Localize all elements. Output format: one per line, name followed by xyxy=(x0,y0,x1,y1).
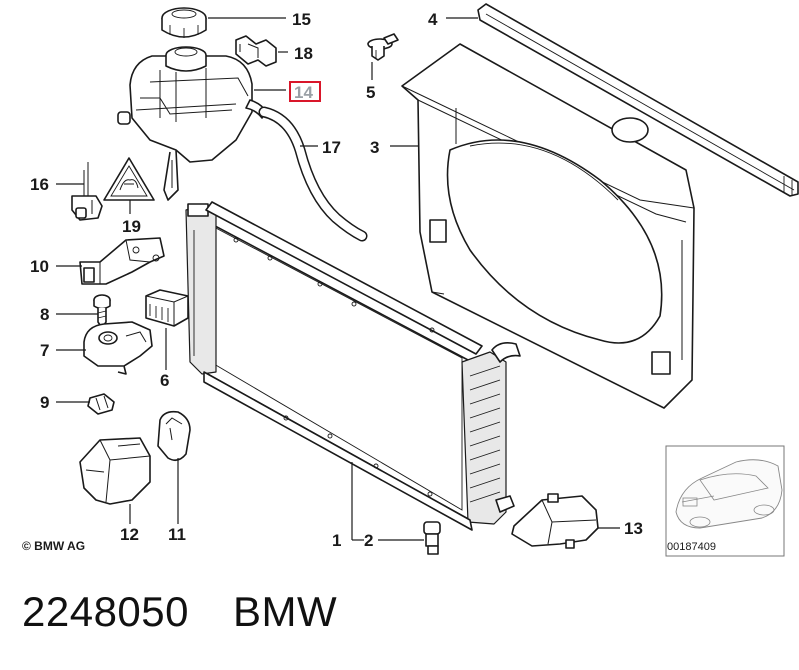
part-4-seal-strip xyxy=(477,3,799,197)
part-5-push-rivet xyxy=(367,33,399,61)
part-19-warning-label xyxy=(103,157,155,201)
callout-10: 10 xyxy=(30,257,49,276)
part-3-fan-shroud xyxy=(401,43,695,409)
part-18-clip xyxy=(235,35,277,67)
part-13-air-guide xyxy=(511,493,599,549)
part-7-mount xyxy=(83,321,153,375)
callout-8: 8 xyxy=(40,305,49,324)
inset-reference-number: 00187409 xyxy=(667,541,716,553)
part-15-tank-cap xyxy=(161,7,207,38)
callout-3: 3 xyxy=(370,138,379,157)
callout-2: 2 xyxy=(364,531,373,550)
part-10-bracket xyxy=(79,237,165,285)
part-16-level-sensor xyxy=(71,162,103,221)
callout-9: 9 xyxy=(40,393,49,412)
brand-name: BMW xyxy=(233,588,338,635)
copyright-notice: © BMW AG xyxy=(22,539,86,553)
part-number-caption: 2248050 BMW xyxy=(22,588,337,636)
callout-4: 4 xyxy=(428,10,438,29)
leader-lines xyxy=(56,17,620,541)
callout-1: 1 xyxy=(332,531,341,550)
callout-14: 14 xyxy=(294,83,313,102)
part-6-rubber-block xyxy=(145,289,189,327)
part-1-radiator xyxy=(185,201,521,531)
vehicle-inset-thumbnail xyxy=(665,445,785,557)
part-9-clip-nut xyxy=(87,393,115,415)
callout-19: 19 xyxy=(122,217,141,236)
part-11-rubber-cap xyxy=(157,410,191,462)
callout-16: 16 xyxy=(30,175,49,194)
callout-12: 12 xyxy=(120,525,139,544)
callout-14-highlight xyxy=(289,81,321,102)
part-14-expansion-tank xyxy=(117,46,267,201)
callout-11: 11 xyxy=(168,525,186,544)
callout-6: 6 xyxy=(160,371,169,390)
callout-18: 18 xyxy=(294,44,313,63)
callout-17: 17 xyxy=(322,138,341,157)
callouts: 15 18 14 17 3 4 5 16 19 10 8 7 6 9 12 11… xyxy=(30,10,643,550)
part-2-plug xyxy=(423,521,441,555)
callout-5: 5 xyxy=(366,83,375,102)
part-number: 2248050 xyxy=(22,588,190,635)
callout-7: 7 xyxy=(40,341,49,360)
part-12-air-duct xyxy=(79,437,151,505)
part-17-hose xyxy=(258,106,368,242)
callout-15: 15 xyxy=(292,10,311,29)
callout-13: 13 xyxy=(624,519,643,538)
